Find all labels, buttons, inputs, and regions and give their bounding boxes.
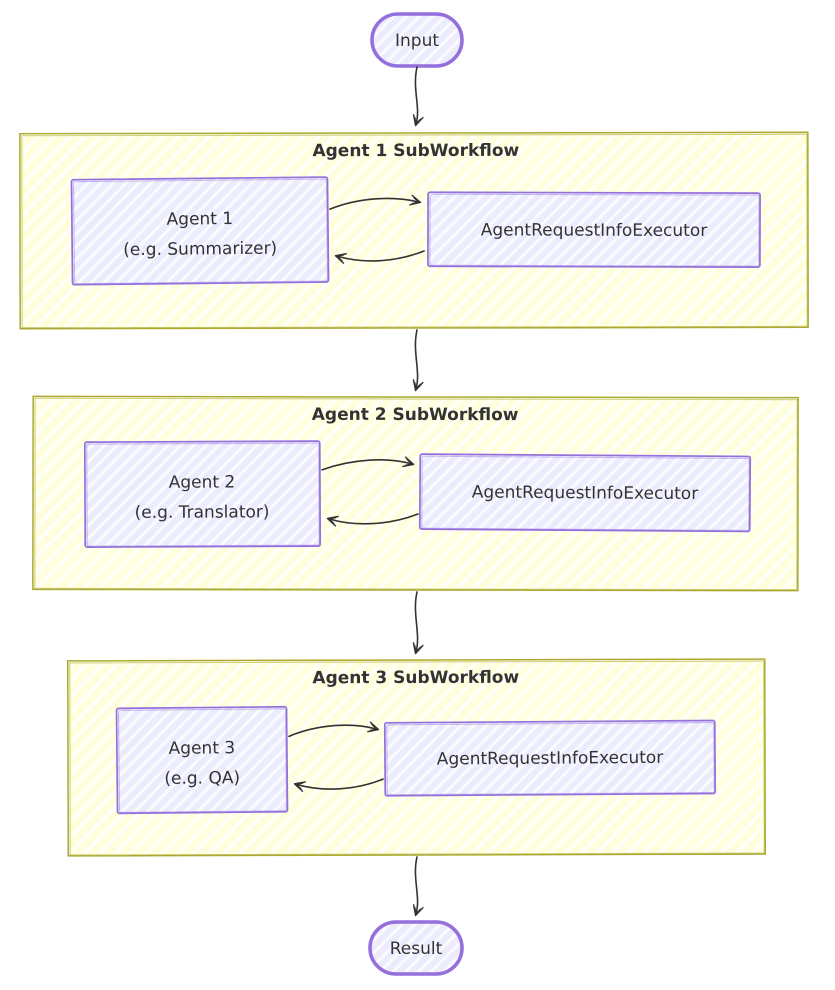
agent2-sketch-stroke [86,442,320,547]
edge-subworkflow1-to-subworkflow2 [412,329,424,392]
subworkflow1-title: Agent 1 SubWorkflow [312,141,519,161]
result-node: Result [368,920,464,976]
executor3-label: AgentRequestInfoExecutor [437,748,664,770]
edge-executor2-to-agent2 [326,513,419,527]
subworkflow2-sketch-stroke [34,397,798,591]
input-node-sketch-stroke [370,12,464,68]
result-node-label: Result [390,939,443,959]
agent2-label-line1: Agent 2 [169,472,236,492]
subworkflow3-sketch-stroke [69,660,765,856]
agent2-label-line2: (e.g. Translator) [135,502,270,523]
executor1-label: AgentRequestInfoExecutor [481,220,708,241]
edge-executor1-to-agent1 [334,250,425,264]
executor3-node: AgentRequestInfoExecutor [383,719,717,797]
subworkflow2-title: Agent 2 SubWorkflow [312,405,519,425]
agent2-node: Agent 2 (e.g. Translator) [83,440,322,548]
input-node-label: Input [395,31,439,51]
edge-executor3-to-agent3 [293,778,384,792]
executor1-node: AgentRequestInfoExecutor [427,191,761,268]
edge-subworkflow3-to-result [412,856,424,917]
agent3-node: Agent 3 (e.g. QA) [115,705,289,815]
agent3-label-line1: Agent 3 [169,738,236,759]
agent3-label-line2: (e.g. QA) [164,768,240,789]
agent1-sketch-stroke [72,178,329,285]
subworkflow2-container: Agent 2 SubWorkflow Agent 2 (e.g. Transl… [32,395,799,592]
edge-input-to-subworkflow1 [412,66,424,127]
executor2-node: AgentRequestInfoExecutor [418,453,752,533]
subworkflow1-sketch-stroke [21,133,808,329]
edge-agent1-to-executor1 [329,194,422,210]
subworkflow3-container: Agent 3 SubWorkflow Agent 3 (e.g. QA) Ag… [66,658,767,857]
agent1-label-line1: Agent 1 [167,209,234,230]
edge-agent2-to-executor2 [321,456,415,471]
edge-subworkflow2-to-subworkflow3 [412,591,424,655]
input-node: Input [370,12,464,68]
executor2-sketch-stroke [421,455,750,531]
subworkflow1-container: Agent 1 SubWorkflow Agent 1 (e.g. Summar… [19,131,809,330]
result-node-sketch-stroke [368,920,464,976]
agent3-sketch-stroke [117,708,288,813]
executor2-label: AgentRequestInfoExecutor [472,483,699,505]
subworkflow3-title: Agent 3 SubWorkflow [312,668,519,689]
executor3-sketch-stroke [386,721,715,796]
agent1-node: Agent 1 (e.g. Summarizer) [70,176,330,286]
agent1-label-line2: (e.g. Summarizer) [123,239,277,261]
executor1-sketch-stroke [429,193,760,267]
edge-agent3-to-executor3 [288,721,380,738]
